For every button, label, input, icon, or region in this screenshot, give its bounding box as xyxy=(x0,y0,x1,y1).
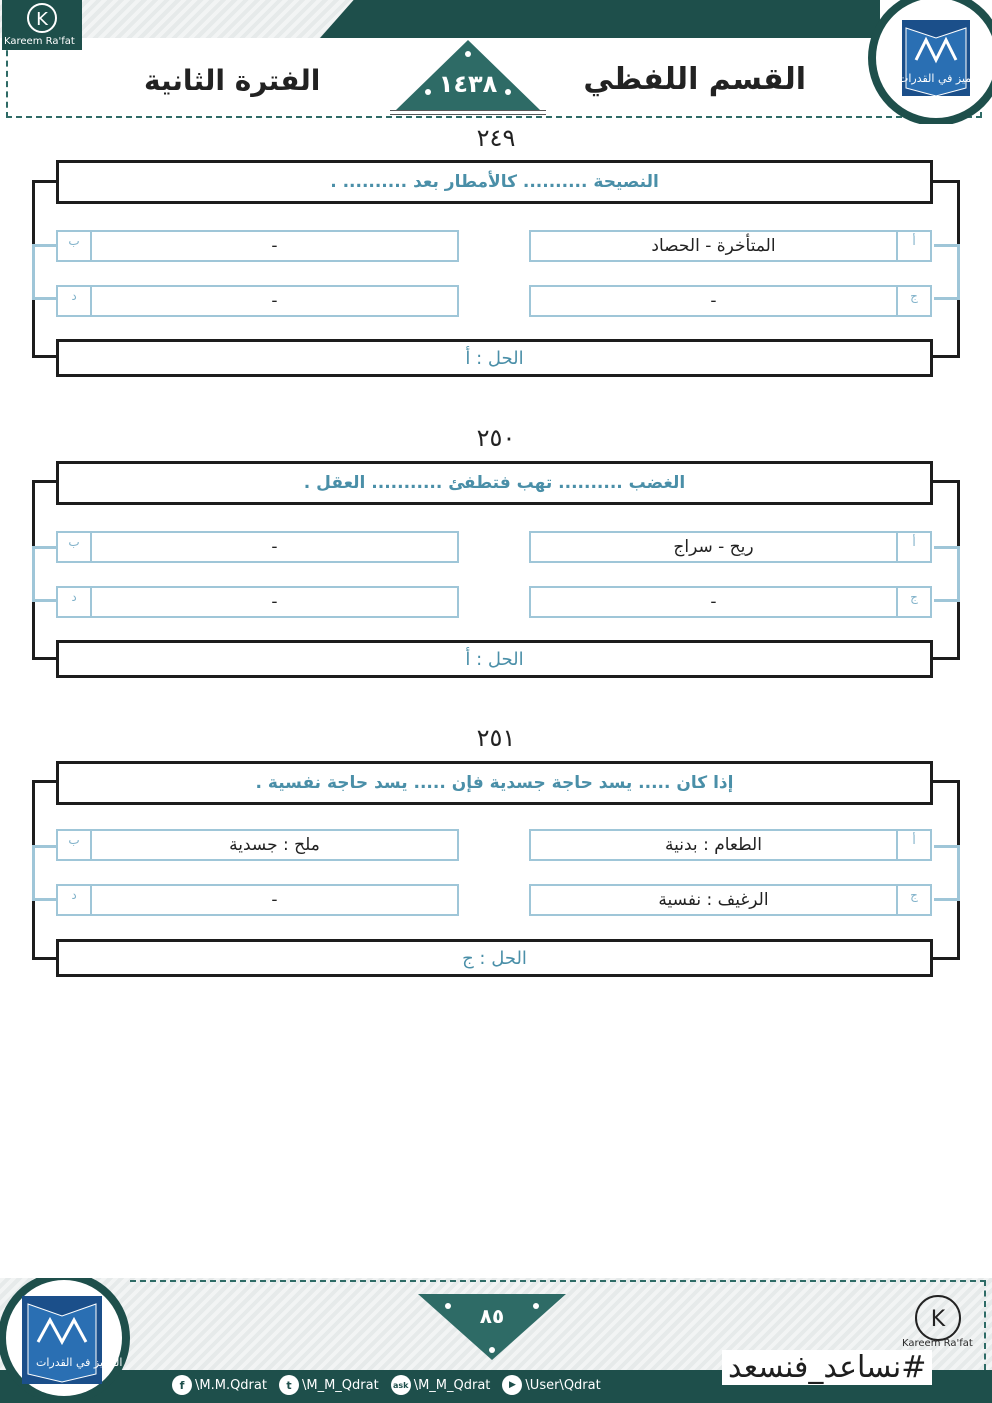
option-c[interactable]: ج - xyxy=(529,586,932,618)
header-book-logo-text: المميز في القدرات xyxy=(898,72,985,85)
ask-icon: ask xyxy=(390,1375,411,1395)
social-ask[interactable]: ask \M_M_Qdrat xyxy=(390,1375,491,1395)
question-text: النصيحة .......... كالأمطار بعد ........… xyxy=(330,172,659,192)
page-header: K Kareem Ra'fat ١٤٣٨ القسم اللفظي الفترة… xyxy=(0,0,992,124)
twitter-icon: t xyxy=(278,1375,299,1395)
question-text: الغضب .......... تهب فتطفئ ........... ا… xyxy=(303,473,686,493)
question-text: إذا كان ..... يسد حاجة جسدية فإن ..... ي… xyxy=(255,773,734,793)
answer-box: الحل : أ xyxy=(56,339,933,377)
option-letter: أ xyxy=(896,831,930,859)
social-handle: \M_M_Qdrat xyxy=(301,1377,379,1393)
header-year: ١٤٣٨ xyxy=(438,70,498,98)
options-bracket-left xyxy=(32,845,58,901)
option-value: - xyxy=(271,537,278,557)
answer-text: الحل : أ xyxy=(465,347,524,369)
question-outer-bracket xyxy=(32,780,960,960)
question-outer-bracket xyxy=(32,480,960,660)
kareem-logo-icon: K xyxy=(2,0,82,50)
header-logo-caption: Kareem Ra'fat xyxy=(4,36,75,47)
answer-text: الحل : أ xyxy=(465,648,524,670)
option-letter: د xyxy=(58,588,92,616)
option-b[interactable]: ب - xyxy=(56,230,459,262)
question-outer-bracket xyxy=(32,180,960,358)
option-a[interactable]: أ ريح - سراج xyxy=(529,531,932,563)
option-b[interactable]: ب - xyxy=(56,531,459,563)
options-bracket-left xyxy=(32,546,58,602)
option-letter: د xyxy=(58,886,92,914)
option-c[interactable]: ج - xyxy=(529,285,932,317)
option-letter: ب xyxy=(58,232,92,260)
option-d[interactable]: د - xyxy=(56,884,459,916)
option-letter: ج xyxy=(896,287,930,315)
social-youtube[interactable]: ▶ \User\Qdrat xyxy=(502,1375,601,1395)
question-number: ٢٤٩ xyxy=(476,124,516,152)
answer-text: الحل : ج xyxy=(462,947,527,969)
option-b[interactable]: ب ملح : جسدية xyxy=(56,829,459,861)
svg-text:K: K xyxy=(931,1307,946,1332)
hashtag: #نساعد_فنسعد xyxy=(722,1350,933,1385)
question-box: إذا كان ..... يسد حاجة جسدية فإن ..... ي… xyxy=(56,761,933,805)
option-value: - xyxy=(271,890,278,910)
options-bracket-right xyxy=(934,845,960,901)
option-value: - xyxy=(271,291,278,311)
option-letter: أ xyxy=(896,533,930,561)
header-dark-band xyxy=(320,0,880,38)
footer-book-logo-text: المميز في القدرات xyxy=(36,1356,123,1369)
year-badge-icon xyxy=(396,40,540,110)
option-value: - xyxy=(710,291,717,311)
option-value: الرغيف : نفسية xyxy=(658,890,769,910)
option-letter: ج xyxy=(896,588,930,616)
option-letter: ب xyxy=(58,831,92,859)
options-bracket-right xyxy=(934,244,960,300)
option-c[interactable]: ج الرغيف : نفسية xyxy=(529,884,932,916)
social-links: f \M.M.Qdrat t \M_M_Qdrat ask \M_M_Qdrat… xyxy=(172,1375,601,1395)
option-d[interactable]: د - xyxy=(56,285,459,317)
social-handle: \User\Qdrat xyxy=(525,1377,601,1393)
social-handle: \M_M_Qdrat xyxy=(413,1377,491,1393)
option-a[interactable]: أ الطعام : بدنية xyxy=(529,829,932,861)
option-letter: ج xyxy=(896,886,930,914)
social-facebook[interactable]: f \M.M.Qdrat xyxy=(172,1375,267,1395)
option-value: الطعام : بدنية xyxy=(665,835,762,855)
option-value: - xyxy=(271,592,278,612)
option-a[interactable]: أ المتأخرة - الحصاد xyxy=(529,230,932,262)
options-bracket-left xyxy=(32,244,58,300)
option-value: المتأخرة - الحصاد xyxy=(651,236,776,256)
option-value: ملح : جسدية xyxy=(229,835,320,855)
option-value: ريح - سراج xyxy=(673,537,754,557)
svg-text:K: K xyxy=(36,9,49,30)
page-footer: المميز في القدرات ٨٥ K Kareem Ra'fat #نس… xyxy=(0,1278,992,1403)
option-letter: ب xyxy=(58,533,92,561)
question-number: ٢٥١ xyxy=(476,724,516,752)
option-value: - xyxy=(710,592,717,612)
question-box: الغضب .......... تهب فتطفئ ........... ا… xyxy=(56,461,933,505)
page-number: ٨٥ xyxy=(479,1304,505,1328)
question-number: ٢٥٠ xyxy=(476,424,516,452)
option-letter: د xyxy=(58,287,92,315)
options-bracket-right xyxy=(934,546,960,602)
social-twitter[interactable]: t \M_M_Qdrat xyxy=(278,1375,379,1395)
facebook-icon: f xyxy=(172,1375,192,1395)
page-number-badge-icon xyxy=(418,1294,566,1360)
footer-dashed-frame xyxy=(130,1280,986,1370)
option-letter: أ xyxy=(896,232,930,260)
footer-logo-caption: Kareem Ra'fat xyxy=(902,1338,973,1349)
youtube-icon: ▶ xyxy=(502,1375,523,1395)
year-underline xyxy=(390,110,546,115)
question-box: النصيحة .......... كالأمطار بعد ........… xyxy=(56,160,933,204)
period-title: الفترة الثانية xyxy=(144,64,321,97)
option-d[interactable]: د - xyxy=(56,586,459,618)
answer-box: الحل : ج xyxy=(56,939,933,977)
section-title: القسم اللفظي xyxy=(583,62,806,97)
book-logo-icon xyxy=(0,1278,130,1403)
book-logo-icon xyxy=(868,0,992,124)
answer-box: الحل : أ xyxy=(56,640,933,678)
kareem-logo-icon: K xyxy=(915,1295,961,1341)
social-handle: \M.M.Qdrat xyxy=(195,1377,267,1393)
option-value: - xyxy=(271,236,278,256)
